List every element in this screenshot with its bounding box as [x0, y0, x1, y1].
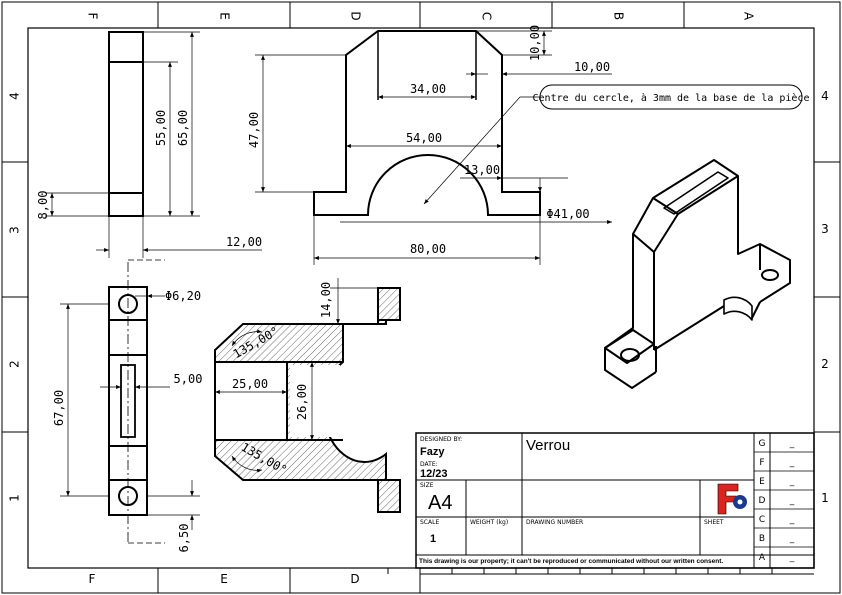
- dim-height-47: 47,00: [247, 112, 261, 148]
- dim-height-8: 8,00: [36, 191, 50, 220]
- zone-col-label: D: [349, 11, 363, 20]
- dim-height-67: 67,00: [52, 390, 66, 426]
- zone-labels-top: F E D C B A: [86, 11, 756, 21]
- view-side-top: [45, 31, 262, 258]
- dim-width-13: 13,00: [464, 163, 500, 177]
- zone-col-label: F: [86, 13, 100, 20]
- scale-label: SCALE: [420, 519, 439, 526]
- dim-height-26: 26,00: [295, 384, 309, 420]
- zone-labels-left: 4 3 2 1: [8, 92, 22, 502]
- logo-icon: [717, 483, 747, 515]
- zone-col-label: F: [89, 572, 96, 586]
- revision-mark: _: [789, 496, 795, 506]
- designer-name: Fazy: [420, 446, 445, 458]
- dim-width-10: 10,00: [574, 60, 610, 74]
- revision-letter: B: [759, 534, 765, 544]
- date-value: 12/23: [420, 468, 448, 480]
- zone-col-label: D: [350, 572, 359, 586]
- zone-col-label: A: [742, 12, 756, 21]
- dim-height-65: 65,00: [176, 110, 190, 146]
- dim-width-12: 12,00: [226, 235, 262, 249]
- zone-row-label: 1: [8, 494, 22, 502]
- zone-col-label: B: [612, 12, 626, 20]
- revision-letter: A: [759, 553, 766, 563]
- zone-row-label: 2: [821, 357, 829, 371]
- revision-mark: _: [789, 458, 795, 468]
- weight-label: WEIGHT (kg): [470, 519, 508, 526]
- dim-diameter-6-2: Φ6,20: [165, 289, 201, 303]
- dim-height-6-5: 6,50: [177, 524, 191, 553]
- revision-mark: _: [789, 515, 795, 525]
- zone-col-label: E: [220, 572, 228, 586]
- zone-row-label: 1: [821, 491, 829, 505]
- size-value: A4: [428, 492, 452, 514]
- revision-letter: F: [759, 458, 764, 468]
- revision-mark: _: [789, 477, 795, 487]
- dim-width-80: 80,00: [410, 242, 446, 256]
- zone-row-label: 4: [8, 92, 22, 100]
- size-label: SIZE: [420, 482, 434, 489]
- revision-letter: G: [759, 439, 766, 449]
- date-label: DATE:: [420, 461, 438, 468]
- zone-row-label: 3: [821, 222, 829, 236]
- dim-width-25: 25,00: [232, 377, 268, 391]
- drawing-title: Verrou: [526, 437, 570, 454]
- callout-text: Centre du cercle, à 3mm de la base de la…: [533, 92, 810, 104]
- zone-labels-bottom: F E D: [89, 572, 360, 586]
- view-front: [255, 30, 612, 265]
- view-section: [214, 278, 401, 513]
- zone-col-label: E: [218, 12, 232, 20]
- zone-row-label: 2: [8, 360, 22, 368]
- dim-width-54: 54,00: [406, 131, 442, 145]
- dim-height-55: 55,00: [154, 110, 168, 146]
- scale-value: 1: [430, 533, 436, 545]
- revision-mark: _: [789, 439, 795, 449]
- zone-col-label: C: [480, 12, 494, 20]
- zone-row-label: 3: [8, 226, 22, 234]
- dim-diameter-41: Φ41,00: [546, 207, 589, 221]
- dim-height-14: 14,00: [319, 282, 333, 318]
- revision-letter: E: [759, 477, 765, 487]
- dim-width-34: 34,00: [410, 82, 446, 96]
- view-side-bottom: [60, 259, 200, 545]
- dim-height-10: 10,00: [528, 25, 542, 61]
- dim-width-5: 5,00: [174, 372, 203, 386]
- zone-labels-right: 4 3 2 1: [821, 89, 829, 505]
- title-block: [415, 432, 815, 569]
- designed-by-label: DESIGNED BY:: [420, 436, 462, 443]
- zone-row-label: 4: [821, 89, 829, 103]
- callout-bubble: Centre du cercle, à 3mm de la base de la…: [533, 84, 810, 110]
- view-isometric: [604, 159, 791, 389]
- revision-mark: _: [789, 534, 795, 544]
- drawing-number-label: DRAWING NUMBER: [526, 519, 583, 526]
- sheet-label: SHEET: [704, 519, 724, 526]
- revision-letter: C: [759, 515, 765, 525]
- revision-letter: D: [759, 496, 766, 506]
- property-note: This drawing is our property; it can't b…: [419, 558, 723, 565]
- revision-mark: _: [789, 553, 795, 563]
